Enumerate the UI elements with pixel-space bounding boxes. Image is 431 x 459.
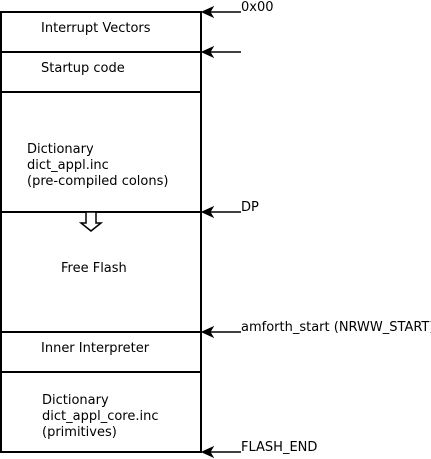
left-arrowhead-icon bbox=[200, 45, 215, 59]
region-label-line: Dictionary bbox=[27, 142, 94, 157]
region-box bbox=[0, 211, 202, 333]
region-label-line: Inner Interpreter bbox=[41, 341, 150, 356]
pointer-startup-boundary bbox=[200, 45, 241, 59]
region-box bbox=[0, 51, 202, 93]
region-inner-interpreter: Inner Interpreter bbox=[0, 331, 202, 373]
pointer-flash-end: FLASH_END bbox=[200, 440, 317, 459]
region-free-flash: Free Flash bbox=[0, 211, 202, 333]
pointer-dp: DP bbox=[200, 200, 259, 219]
region-label-line: (pre-compiled colons) bbox=[27, 174, 168, 189]
region-label-line: (primitives) bbox=[42, 425, 117, 440]
growth-arrow-layer bbox=[78, 211, 104, 232]
pointer-label: FLASH_END bbox=[241, 440, 317, 455]
left-arrowhead-icon bbox=[200, 205, 215, 219]
down-arrow-icon bbox=[78, 211, 104, 232]
region-box bbox=[0, 91, 202, 213]
pointer-label: DP bbox=[241, 200, 259, 215]
region-startup-code: Startup code bbox=[0, 51, 202, 93]
pointer-start-0x00: 0x00 bbox=[200, 0, 274, 19]
region-label-line: Free Flash bbox=[61, 261, 127, 276]
region-label-line: dict_appl.inc bbox=[27, 158, 109, 173]
region-label-line: dict_appl_core.inc bbox=[42, 409, 158, 424]
pointer-label: 0x00 bbox=[241, 0, 274, 15]
pointer-amforth-start: amforth_start (NRWW_START) bbox=[200, 320, 431, 339]
left-arrowhead-icon bbox=[200, 5, 215, 19]
left-arrowhead-icon bbox=[200, 445, 215, 459]
left-arrowhead-icon bbox=[200, 325, 215, 339]
region-box bbox=[0, 11, 202, 53]
region-label-line: Interrupt Vectors bbox=[41, 21, 151, 36]
pointer-label: amforth_start (NRWW_START) bbox=[241, 320, 431, 335]
region-label-line: Startup code bbox=[41, 61, 125, 76]
region-box bbox=[0, 371, 202, 453]
region-label-line: Dictionary bbox=[42, 393, 109, 408]
region-interrupt-vectors: Interrupt Vectors bbox=[0, 11, 202, 53]
